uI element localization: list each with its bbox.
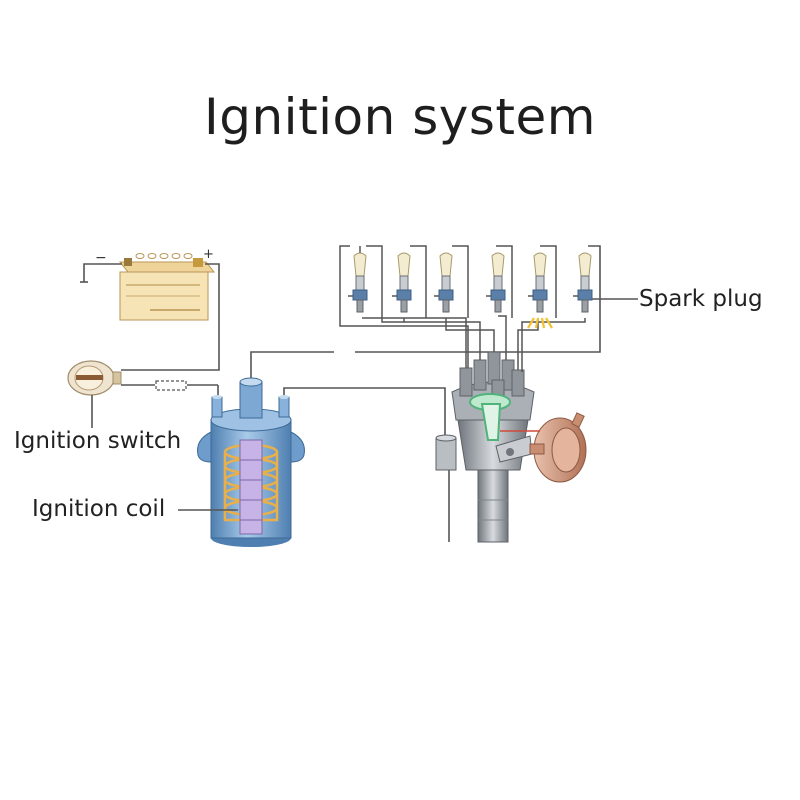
vacuum-advance-unit	[529, 412, 587, 483]
spark-plug	[434, 252, 454, 313]
wiring	[91, 245, 601, 542]
coil-iron-core	[239, 439, 263, 535]
battery-negative-terminal	[124, 258, 132, 266]
inline-fuse	[155, 380, 187, 391]
battery: − +	[95, 247, 216, 321]
spark-plug	[392, 252, 412, 313]
distributor-rotor	[469, 393, 511, 441]
spark-plug	[348, 252, 368, 313]
ignition-coil	[178, 377, 305, 547]
battery-cell-caps	[135, 253, 193, 259]
spark-plug-label: Spark plug	[639, 286, 763, 312]
spark-plug-row	[348, 252, 593, 329]
spark-plug	[486, 252, 506, 313]
spark-plug	[573, 252, 593, 313]
spark-flash-icon	[527, 317, 553, 329]
spark-plug	[527, 252, 553, 329]
battery-plus-sign: +	[203, 247, 214, 262]
ignition-switch-label: Ignition switch	[14, 428, 182, 454]
battery-positive-terminal	[193, 258, 203, 267]
switch-key-slot	[76, 375, 103, 380]
diagram-title: Ignition system	[204, 88, 596, 146]
ignition-switch	[67, 360, 122, 396]
battery-minus-sign: −	[95, 250, 107, 266]
distributor	[435, 351, 587, 543]
condenser	[435, 434, 457, 471]
ht-leads	[339, 245, 638, 372]
ignition-coil-label: Ignition coil	[32, 496, 166, 522]
ground-wire	[80, 263, 122, 283]
